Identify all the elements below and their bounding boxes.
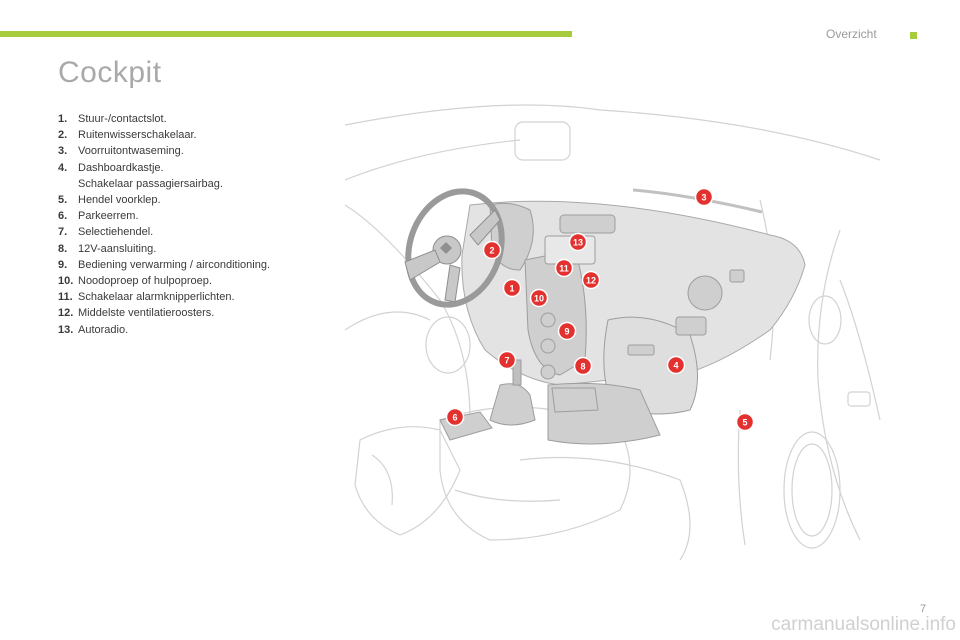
legend-item: 12.Middelste ventilatieroosters. xyxy=(58,307,215,320)
svg-text:13: 13 xyxy=(573,238,583,248)
callout-6: 6 xyxy=(445,407,465,427)
svg-text:5: 5 xyxy=(742,418,747,428)
page-title: Cockpit xyxy=(58,56,162,89)
callout-markers: 1 2 3 4 5 6 7 8 9 10 11 12 13 xyxy=(445,187,755,432)
svg-text:11: 11 xyxy=(559,264,569,274)
svg-text:3: 3 xyxy=(701,193,706,203)
cockpit-illustration: 1 2 3 4 5 6 7 8 9 10 11 12 13 xyxy=(344,104,881,561)
legend-item: 10.Noodoproep of hulpoproep. xyxy=(58,275,212,288)
watermark: carmanualsonline.info xyxy=(771,614,956,635)
svg-text:4: 4 xyxy=(673,361,678,371)
legend-item: 6.Parkeerrem. xyxy=(58,210,139,223)
legend-item: 11.Schakelaar alarmknipperlichten. xyxy=(58,291,235,304)
callout-8: 8 xyxy=(573,356,593,376)
callout-4: 4 xyxy=(666,355,686,375)
callout-13: 13 xyxy=(568,232,588,252)
section-marker xyxy=(910,32,917,39)
section-label: Overzicht xyxy=(826,27,877,41)
callout-1: 1 xyxy=(502,278,522,298)
svg-text:7: 7 xyxy=(504,356,509,366)
callout-11: 11 xyxy=(554,258,574,278)
svg-text:8: 8 xyxy=(580,362,585,372)
svg-text:2: 2 xyxy=(489,246,494,256)
legend-item: 1.Stuur-/contactslot. xyxy=(58,113,167,125)
callout-3: 3 xyxy=(694,187,714,207)
legend-list: 1.Stuur-/contactslot. 2.Ruitenwisserscha… xyxy=(58,111,318,338)
callout-12: 12 xyxy=(581,270,601,290)
callout-2: 2 xyxy=(482,240,502,260)
legend-item: 7.Selectiehendel. xyxy=(58,226,154,239)
legend-item-continuation: Schakelaar passagiersairbag. xyxy=(78,177,223,190)
svg-text:10: 10 xyxy=(534,294,544,304)
svg-text:9: 9 xyxy=(564,327,569,337)
callout-7: 7 xyxy=(497,350,517,370)
legend-item: 13.Autoradio. xyxy=(58,323,129,336)
legend-item: 9.Bediening verwarming / airconditioning… xyxy=(58,258,270,271)
section-color-bar xyxy=(0,31,572,37)
svg-text:12: 12 xyxy=(586,276,596,286)
page-number: 7 xyxy=(920,603,927,615)
legend-item: 5.Hendel voorklep. xyxy=(58,194,161,207)
callout-9: 9 xyxy=(557,321,577,341)
svg-text:1: 1 xyxy=(509,284,514,294)
legend-item: 4.Dashboardkastje. xyxy=(58,161,164,174)
legend-item: 3.Voorruitontwaseming. xyxy=(58,145,184,158)
callout-5: 5 xyxy=(735,412,755,432)
legend-item: 8.12V-aansluiting. xyxy=(58,242,157,255)
legend-item: 2.Ruitenwisserschakelaar. xyxy=(58,129,197,142)
callout-10: 10 xyxy=(529,288,549,308)
svg-text:6: 6 xyxy=(452,413,457,423)
